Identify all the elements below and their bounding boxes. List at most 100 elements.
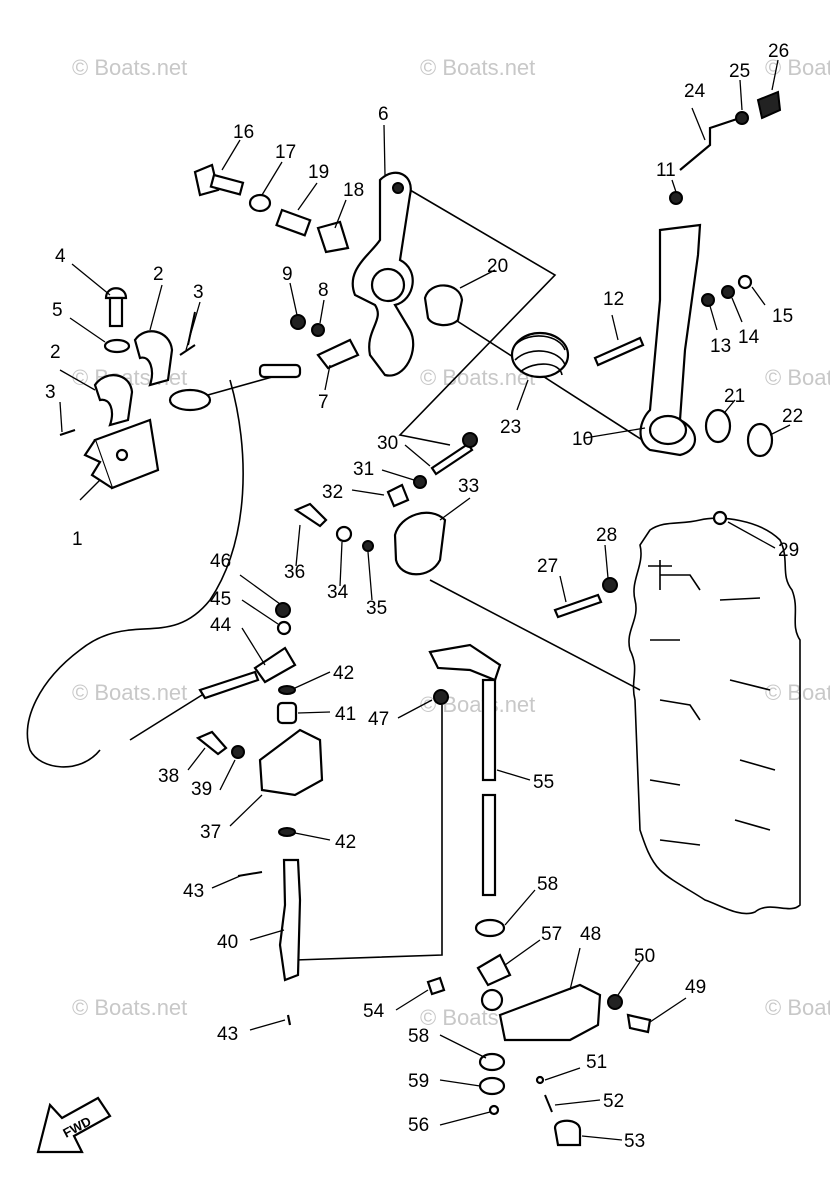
part-washer-14 bbox=[721, 285, 735, 299]
callout-48: 48 bbox=[580, 924, 601, 945]
callout-41: 41 bbox=[335, 704, 356, 725]
callout-57: 57 bbox=[541, 924, 562, 945]
callout-25: 25 bbox=[729, 61, 750, 82]
part-cap-29 bbox=[712, 510, 728, 526]
callout-10: 10 bbox=[572, 429, 593, 450]
part-nut-59 bbox=[478, 1076, 506, 1096]
watermark-6: © Boats.net bbox=[72, 680, 187, 705]
watermark-8: © Boats.net bbox=[765, 680, 830, 705]
part-nut-50 bbox=[607, 994, 623, 1010]
callout-39: 39 bbox=[191, 779, 212, 800]
callout-24: 24 bbox=[684, 81, 706, 102]
part-bushing-20 bbox=[423, 284, 464, 327]
watermark-11: © Boats.net bbox=[765, 995, 830, 1020]
watermark-3: © Boats.net bbox=[765, 55, 830, 80]
callout-36: 36 bbox=[284, 562, 305, 583]
part-nut-9 bbox=[290, 314, 306, 330]
callout-56: 56 bbox=[408, 1115, 429, 1136]
watermark-1: © Boats.net bbox=[72, 55, 187, 80]
part-plug-53 bbox=[553, 1119, 582, 1147]
part-washer-5 bbox=[103, 338, 131, 354]
part-nut-47 bbox=[433, 689, 449, 705]
part-spring-23 bbox=[510, 331, 570, 379]
callout-20: 20 bbox=[487, 256, 508, 277]
callout-58-lower: 58 bbox=[408, 1026, 429, 1047]
callout-44: 44 bbox=[210, 615, 232, 636]
part-bracket-33 bbox=[393, 511, 447, 576]
callout-6: 6 bbox=[378, 104, 389, 125]
part-nut-13 bbox=[701, 293, 715, 307]
callout-49: 49 bbox=[685, 977, 706, 998]
part-lever-end bbox=[480, 988, 504, 1012]
part-nut-39 bbox=[231, 745, 245, 759]
leader-lines bbox=[59, 59, 791, 1141]
part-shift-lever-40 bbox=[278, 858, 302, 982]
forward-arrow: FWD bbox=[36, 1096, 112, 1154]
part-nut-11 bbox=[669, 191, 683, 205]
callout-18: 18 bbox=[343, 180, 364, 201]
callout-47: 47 bbox=[368, 709, 389, 730]
part-joint-26 bbox=[756, 90, 782, 120]
part-ring-56 bbox=[488, 1104, 500, 1116]
part-washer-21 bbox=[704, 408, 732, 444]
callout-35: 35 bbox=[366, 598, 387, 619]
part-collar-32 bbox=[386, 483, 410, 508]
callout-43-lower: 43 bbox=[217, 1024, 238, 1045]
part-pin-lower bbox=[59, 429, 76, 436]
callout-9: 9 bbox=[282, 264, 293, 285]
callout-28: 28 bbox=[596, 525, 617, 546]
callout-45: 45 bbox=[210, 589, 231, 610]
part-pin-43a bbox=[237, 871, 263, 877]
callout-7: 7 bbox=[318, 392, 329, 413]
callout-15: 15 bbox=[772, 306, 793, 327]
watermark-2: © Boats.net bbox=[420, 55, 535, 80]
callout-29: 29 bbox=[778, 540, 799, 561]
part-washer-17 bbox=[248, 193, 272, 213]
callout-50: 50 bbox=[634, 946, 655, 967]
part-washer-45 bbox=[276, 620, 292, 636]
callout-19: 19 bbox=[308, 162, 329, 183]
callout-3-lower: 3 bbox=[45, 382, 56, 403]
callout-46: 46 bbox=[210, 551, 231, 572]
watermark-12: © Boats.net bbox=[420, 365, 535, 390]
callout-26: 26 bbox=[768, 41, 789, 62]
part-bolt-4 bbox=[104, 287, 128, 328]
callout-52: 52 bbox=[603, 1091, 624, 1112]
callout-55: 55 bbox=[533, 772, 554, 793]
part-bolt-27 bbox=[553, 593, 603, 619]
part-bolt-38 bbox=[195, 730, 228, 756]
part-washer-42b bbox=[278, 827, 296, 837]
part-nut-28 bbox=[602, 577, 618, 593]
callout-40: 40 bbox=[217, 932, 238, 953]
part-pin-upper bbox=[179, 311, 196, 356]
part-washer-42a bbox=[278, 685, 296, 695]
callout-33: 33 bbox=[458, 476, 479, 497]
callout-11: 11 bbox=[656, 160, 676, 181]
part-throttle-lever-6 bbox=[351, 171, 415, 377]
part-bracket-37 bbox=[258, 728, 324, 797]
callout-27: 27 bbox=[537, 556, 558, 577]
callout-1: 1 bbox=[72, 529, 83, 550]
part-link-44 bbox=[253, 646, 297, 684]
callout-12: 12 bbox=[603, 289, 624, 310]
callout-42-upper: 42 bbox=[333, 663, 354, 684]
part-clamp-upper bbox=[133, 330, 174, 387]
watermark-9: © Boats.net bbox=[72, 995, 187, 1020]
part-spring-52 bbox=[544, 1094, 553, 1113]
part-bolt-36 bbox=[293, 502, 328, 528]
part-link-7 bbox=[316, 338, 360, 370]
callout-23: 23 bbox=[500, 417, 521, 438]
callout-13: 13 bbox=[710, 336, 731, 357]
callout-38: 38 bbox=[158, 766, 179, 787]
part-cable-end bbox=[168, 363, 302, 412]
part-cap-15 bbox=[737, 274, 753, 290]
part-shift-rod-55 bbox=[428, 643, 502, 897]
part-bolt-30 bbox=[430, 442, 474, 476]
part-bolt-12 bbox=[593, 336, 645, 367]
callout-16: 16 bbox=[233, 122, 254, 143]
callout-51: 51 bbox=[586, 1052, 607, 1073]
callout-42-lower: 42 bbox=[335, 832, 356, 853]
part-grommet-54 bbox=[426, 976, 446, 996]
part-spring-35 bbox=[362, 540, 374, 552]
